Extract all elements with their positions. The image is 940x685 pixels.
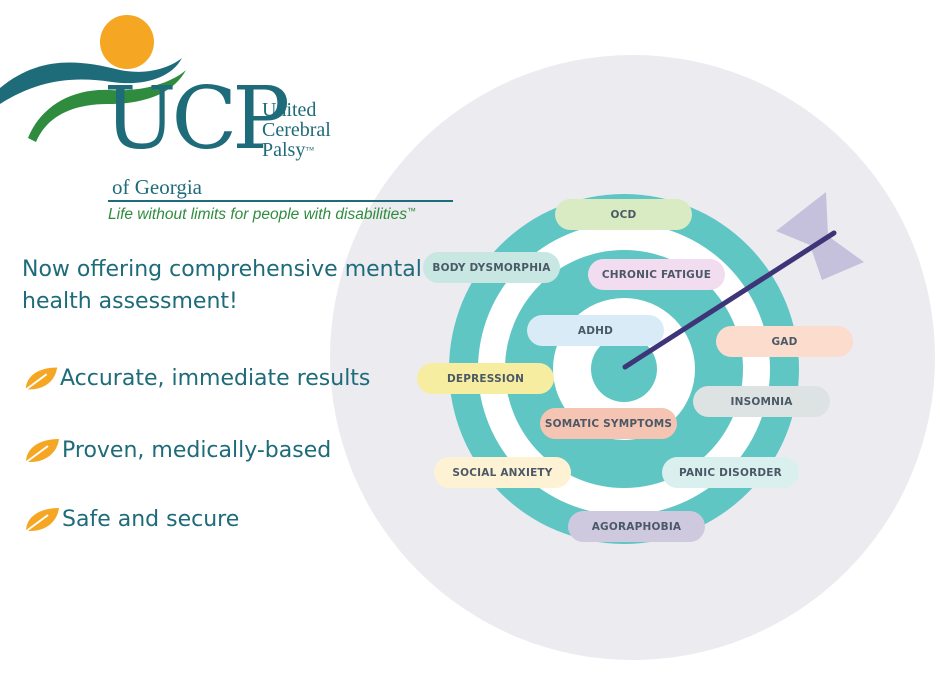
condition-pill-body-dysmorphia: BODY DYSMORPHIA: [423, 252, 560, 283]
logo-name-line: United: [262, 99, 317, 121]
logo-organization-name: United Cerebral Palsy™: [262, 100, 331, 160]
logo-name-line: Cerebral: [262, 119, 331, 141]
logo-region: of Georgia: [112, 175, 202, 199]
condition-pill-ocd: OCD: [555, 199, 692, 230]
leaf-icon: [24, 367, 58, 392]
benefit-item: Accurate, immediate results: [22, 363, 370, 393]
wave-green-icon: [28, 70, 186, 142]
benefit-item: Proven, medically-based: [22, 435, 331, 465]
benefit-text: Accurate, immediate results: [60, 365, 371, 391]
headline: Now offering comprehensive mental health…: [22, 257, 422, 314]
benefit-text: Proven, medically-based: [62, 437, 332, 463]
ucp-logo: UCP United Cerebral Palsy™ of Georgia Li…: [0, 0, 470, 235]
logo-swoosh-graphic: [0, 15, 186, 142]
condition-pill-agoraphobia: AGORAPHOBIA: [568, 511, 705, 542]
condition-pill-somatic-symptoms: SOMATIC SYMPTOMS: [540, 408, 677, 439]
logo-divider: [108, 200, 453, 202]
condition-pill-adhd: ADHD: [527, 315, 664, 346]
condition-pill-gad: GAD: [716, 326, 853, 357]
condition-pill-panic-disorder: PANIC DISORDER: [662, 457, 799, 488]
logo-tagline: Life without limits for people with disa…: [108, 206, 416, 223]
benefit-item: Safe and secure: [22, 504, 239, 534]
condition-pill-social-anxiety: SOCIAL ANXIETY: [434, 457, 571, 488]
logo-letters: UCP: [104, 69, 290, 169]
tagline-trademark: ™: [406, 206, 416, 216]
condition-pill-chronic-fatigue: CHRONIC FATIGUE: [588, 259, 725, 290]
condition-pill-depression: DEPRESSION: [417, 363, 554, 394]
condition-pill-insomnia: INSOMNIA: [693, 386, 830, 417]
trademark-symbol: ™: [305, 145, 315, 155]
wave-blue-icon: [0, 58, 182, 104]
logo-name-line: Palsy™: [262, 139, 315, 161]
sun-icon: [100, 15, 154, 69]
leaf-icon: [24, 439, 59, 464]
leaf-icon: [24, 508, 59, 533]
benefit-text: Safe and secure: [62, 506, 240, 532]
